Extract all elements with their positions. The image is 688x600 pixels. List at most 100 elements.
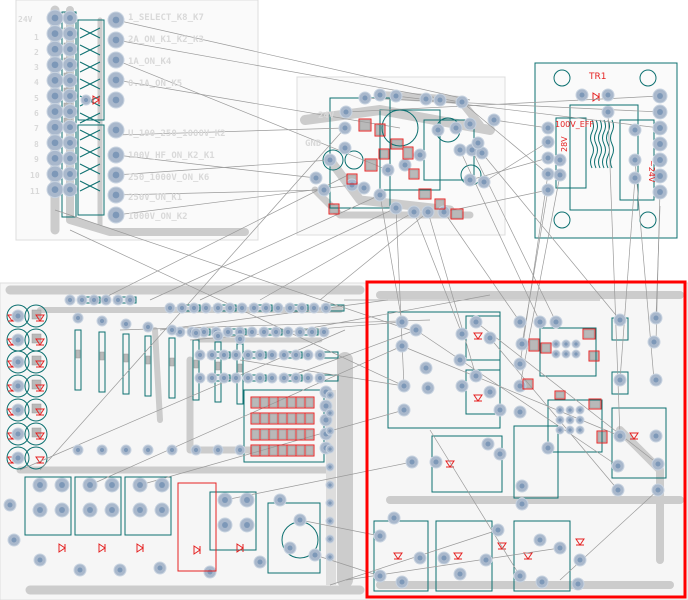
pad-hole [653, 433, 659, 439]
pad-hole [402, 162, 408, 168]
pad-hole [51, 155, 59, 162]
pad-hole [323, 417, 329, 423]
pad-hole [485, 441, 491, 447]
pad-hole [83, 97, 89, 103]
net-label-9: 1000V_ON_K2 [128, 212, 188, 222]
pad-hole [441, 209, 447, 215]
pad-hole [297, 329, 303, 335]
ratsnest-line [429, 429, 521, 577]
smd-pad [589, 351, 599, 361]
pad-hole [221, 375, 227, 381]
smd-pad [169, 357, 175, 367]
pad-hole [275, 305, 281, 311]
smd-pad [529, 339, 539, 351]
ratsnest-line [481, 152, 621, 321]
ratsnest-line [379, 194, 403, 323]
pad-hole [67, 77, 73, 84]
pad-hole [285, 329, 291, 335]
pad-hole [657, 93, 663, 99]
cap-outline [24, 374, 48, 398]
pad-hole [327, 157, 333, 163]
pad-hole [401, 407, 407, 413]
component-outline [122, 333, 130, 395]
pad-hole [632, 157, 638, 163]
pad-hole [435, 127, 441, 133]
pad-hole [545, 125, 551, 131]
silk-box [304, 396, 315, 409]
pad-hole [51, 186, 59, 193]
pad-hole [401, 383, 407, 389]
pad-hole [109, 507, 115, 513]
smd-pad [287, 413, 296, 424]
smd-pad [145, 355, 151, 365]
pad-hole [578, 408, 582, 412]
pad-hole [281, 375, 287, 381]
smd-pad [260, 429, 269, 440]
component-outline [209, 491, 257, 551]
pad-hole [112, 126, 120, 134]
pad-hole [159, 507, 165, 513]
pad-hole [657, 157, 663, 163]
silk-box [358, 118, 372, 132]
ratsnest-line [443, 211, 521, 323]
component-outline [192, 339, 200, 401]
smd-pad [269, 397, 278, 408]
pad-hole [328, 501, 332, 505]
pad-hole [79, 297, 85, 303]
pad-hole [557, 545, 563, 551]
silk-box [408, 168, 420, 180]
top-left-labels: 1_SELECT_K8_K7 2A_ON_K1_K2_K3 1A_ON_K4 0… [18, 13, 335, 222]
diode-symbol [35, 360, 45, 368]
silk-box [418, 188, 432, 200]
smd-pad [278, 413, 287, 424]
pad-hole [657, 189, 663, 195]
pad-hole [225, 329, 231, 335]
cap-outline [6, 350, 30, 374]
pad-hole [617, 317, 623, 323]
lead [79, 112, 101, 124]
left-label-2: 2 [34, 48, 39, 57]
transformer-label-24v: ~24V [647, 160, 656, 183]
smd-pad [305, 397, 314, 408]
lead [79, 180, 101, 192]
pad-hole [91, 297, 97, 303]
silk-box [588, 398, 602, 410]
silk-box [390, 138, 404, 150]
diode-symbol [473, 394, 483, 402]
pad-hole [169, 327, 175, 333]
pad-hole [491, 117, 497, 123]
through-hole-pads [3, 9, 668, 591]
smd-pad [75, 349, 81, 359]
pad-hole [245, 352, 251, 358]
net-label-7: 250_1000V_ON_K6 [128, 173, 209, 183]
lead [79, 129, 101, 141]
pad-hole [67, 108, 73, 115]
pad-hole [545, 187, 551, 193]
silk-box [378, 148, 390, 160]
pad-hole [67, 186, 73, 193]
pad-hole [423, 365, 429, 371]
pad-hole [67, 171, 73, 177]
pad-hole [328, 447, 332, 451]
pad-hole [59, 507, 65, 513]
pad-hole [209, 352, 215, 358]
pad-hole [103, 297, 109, 303]
selection-rectangle[interactable] [365, 280, 687, 599]
ratsnest-line [115, 159, 331, 176]
pad-hole [222, 497, 228, 503]
pad-hole [67, 124, 73, 131]
pad-hole [193, 330, 199, 336]
smd-pad [296, 397, 305, 408]
winding [602, 119, 606, 169]
pad-hole [123, 447, 129, 453]
lead [79, 78, 101, 90]
ratsnest-line [115, 19, 471, 101]
pad-hole [209, 375, 215, 381]
pad-hole [59, 482, 65, 488]
cap-outline [6, 374, 30, 398]
ratsnest-line [224, 461, 413, 501]
pad-hole [537, 319, 543, 325]
pad-hole [269, 352, 275, 358]
pad-hole [655, 461, 661, 467]
